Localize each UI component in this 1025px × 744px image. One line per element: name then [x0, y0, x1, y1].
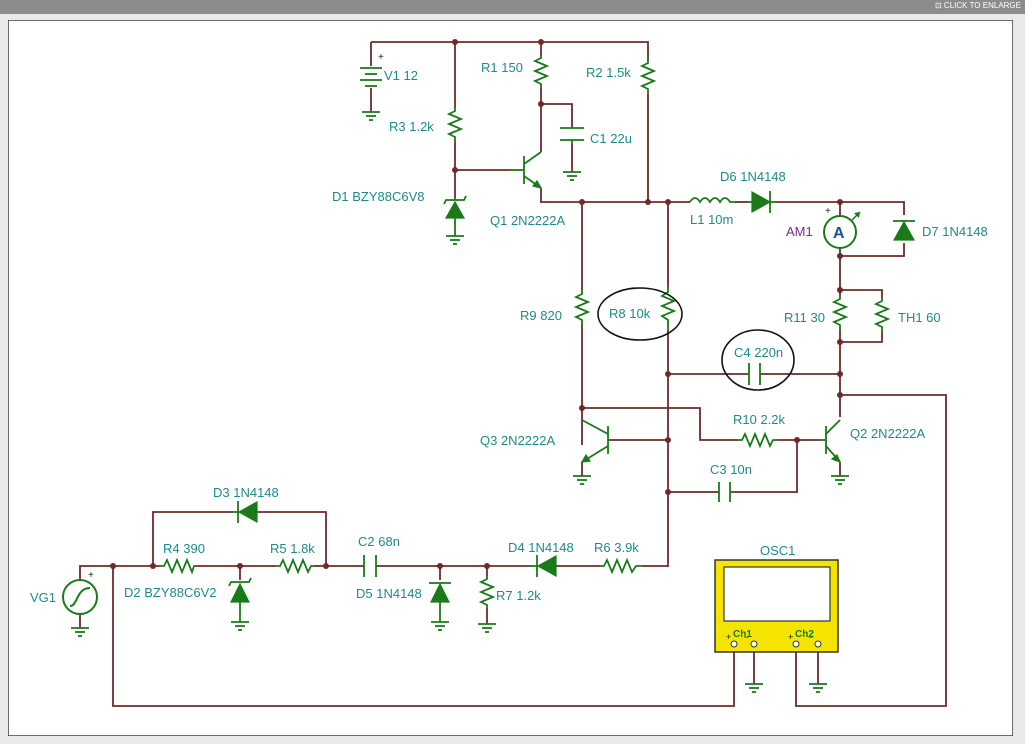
scope-screen — [723, 566, 831, 622]
label-osc1: OSC1 — [760, 543, 795, 558]
circuit-schematic: + V1 12 R1 150 R2 1.5k R3 1.2k — [8, 20, 1013, 736]
junctions — [110, 39, 843, 569]
label-q2: Q2 2N2222A — [850, 426, 925, 441]
label-r5: R5 1.8k — [270, 541, 315, 556]
ground-symbols — [71, 111, 849, 693]
label-d1: D1 BZY88C6V8 — [332, 189, 425, 204]
resistor-r7-symbol — [478, 576, 496, 608]
label-d2: D2 BZY88C6V2 — [124, 585, 217, 600]
label-c3: C3 10n — [710, 462, 752, 477]
capacitor-c3-symbol — [718, 482, 731, 502]
label-r1: R1 150 — [481, 60, 523, 75]
resistor-r5-symbol — [276, 557, 314, 575]
label-d3: D3 1N4148 — [213, 485, 279, 500]
svg-text:+: + — [825, 206, 831, 217]
label-c2: C2 68n — [358, 534, 400, 549]
signal-generator-vg1-symbol: + — [62, 570, 98, 615]
annotation-circle-r8 — [597, 287, 683, 341]
diode-d6-symbol — [748, 190, 776, 214]
diode-d7-symbol — [892, 220, 916, 241]
label-d5: D5 1N4148 — [356, 586, 422, 601]
ammeter-am1-symbol: A + — [823, 206, 861, 249]
resistor-r11-symbol — [831, 296, 849, 330]
svg-text:+: + — [88, 570, 94, 581]
transistor-q3-symbol — [580, 419, 609, 463]
scope-ch1-label: Ch1 — [733, 629, 752, 640]
label-r6: R6 3.9k — [594, 540, 639, 555]
label-q1: Q1 2N2222A — [490, 213, 565, 228]
label-v1: V1 12 — [384, 68, 418, 83]
inductor-l1-symbol — [689, 197, 735, 204]
svg-text:−: − — [744, 632, 749, 642]
ammeter-glyph: A — [833, 225, 845, 242]
label-d6: D6 1N4148 — [720, 169, 786, 184]
resistor-r3-symbol — [446, 108, 464, 142]
annotation-circle-c4 — [721, 329, 795, 391]
label-q3: Q3 2N2222A — [480, 433, 555, 448]
label-c4: C4 220n — [734, 345, 783, 360]
scope-ch2-label: Ch2 — [795, 629, 814, 640]
diode-d5-symbol — [429, 582, 451, 622]
transistor-q2-symbol — [820, 419, 842, 464]
svg-text:−: − — [808, 632, 813, 642]
diode-d4-symbol — [530, 554, 557, 578]
transistor-q1-symbol — [510, 151, 543, 189]
label-r11: R11 30 — [784, 310, 825, 325]
svg-text:+: + — [726, 632, 731, 642]
oscilloscope-osc1: + − + − Ch1 Ch2 — [714, 559, 839, 653]
label-d7: D7 1N4148 — [922, 224, 988, 239]
wires — [79, 41, 947, 707]
resistor-r6-symbol — [600, 557, 642, 575]
label-th1: TH1 60 — [898, 310, 941, 325]
zener-d1-symbol — [443, 195, 467, 236]
label-d4: D4 1N4148 — [508, 540, 574, 555]
battery-v1-symbol: + — [360, 52, 384, 87]
thermistor-th1-symbol — [873, 298, 891, 332]
label-am1: AM1 — [786, 224, 813, 239]
label-r9: R9 820 — [520, 308, 562, 323]
schematic-border — [8, 20, 1013, 736]
label-r8: R8 10k — [609, 306, 651, 321]
label-r2: R2 1.5k — [586, 65, 631, 80]
label-r7: R7 1.2k — [496, 588, 541, 603]
resistor-r2-symbol — [639, 60, 657, 94]
svg-text:+: + — [378, 52, 384, 63]
resistor-r10-symbol — [738, 431, 778, 449]
top-bar: ⊡ CLICK TO ENLARGE — [0, 0, 1025, 14]
capacitor-c1-symbol — [560, 126, 584, 144]
resistor-r4-symbol — [160, 557, 196, 575]
label-r10: R10 2.2k — [733, 412, 786, 427]
zener-d2-symbol — [228, 577, 252, 622]
capacitor-c4-symbol — [748, 363, 761, 385]
svg-text:+: + — [788, 632, 793, 642]
label-r4: R4 390 — [163, 541, 205, 556]
label-r3: R3 1.2k — [389, 119, 434, 134]
resistor-r9-symbol — [573, 290, 591, 325]
capacitor-c2-symbol — [363, 555, 377, 577]
resistor-r1-symbol — [532, 55, 550, 88]
label-vg1: VG1 — [30, 590, 56, 605]
label-c1: C1 22u — [590, 131, 632, 146]
schematic-canvas: + V1 12 R1 150 R2 1.5k R3 1.2k — [0, 14, 1025, 744]
diode-d3-symbol — [232, 500, 258, 524]
click-to-enlarge-link[interactable]: ⊡ CLICK TO ENLARGE — [935, 1, 1021, 10]
label-l1: L1 10m — [690, 212, 733, 227]
